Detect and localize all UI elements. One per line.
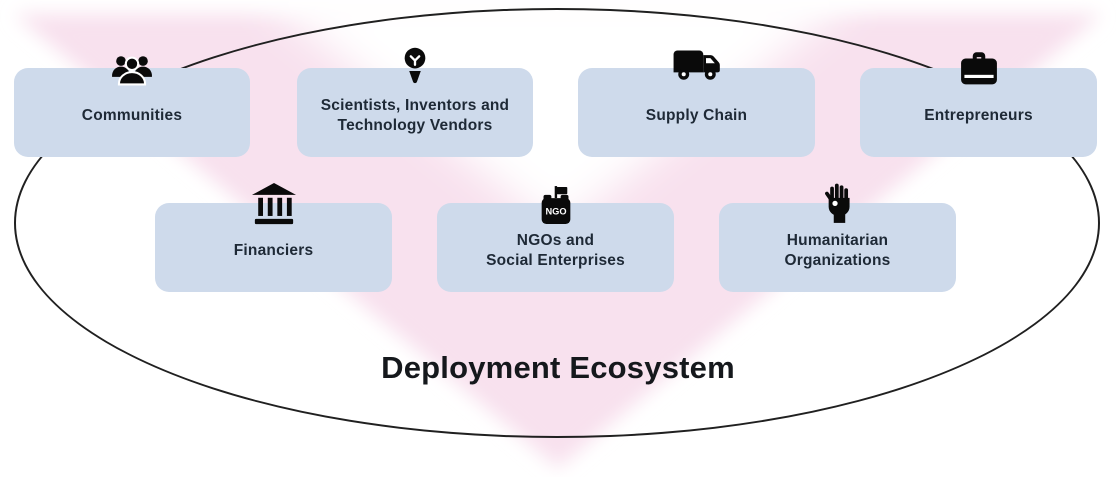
- card-label: Supply Chain: [646, 100, 747, 126]
- card-scientists-inventors-technology-vendors: Scientists, Inventors and Technology Ven…: [297, 47, 533, 157]
- card-label: Humanitarian Organizations: [785, 225, 891, 271]
- card-label: Financiers: [234, 235, 314, 261]
- briefcase-icon: [959, 51, 999, 86]
- card-label: Communities: [82, 100, 182, 126]
- users-icon: [110, 54, 154, 86]
- ngo-icon-label: NGO: [545, 207, 566, 217]
- card-ngos-social-enterprises: NGO NGOs and Social Enterprises: [437, 186, 674, 292]
- ecosystem-ellipse: [14, 8, 1100, 438]
- lightbulb-icon: [402, 47, 429, 87]
- card-label-line: Scientists, Inventors and: [320, 96, 510, 114]
- card-label-line: Supply Chain: [645, 106, 748, 124]
- card-label-line: NGOs and: [516, 231, 595, 249]
- card-label: NGOs and Social Enterprises: [486, 225, 625, 271]
- truck-icon: [672, 48, 722, 81]
- card-label-line: Communities: [81, 106, 183, 124]
- card-label-line: Social Enterprises: [486, 251, 625, 269]
- card-label-line: Organizations: [784, 251, 891, 269]
- card-entrepreneurs: Entrepreneurs: [860, 52, 1097, 157]
- card-label-line: Humanitarian: [786, 231, 889, 249]
- card-label-line: Financiers: [233, 241, 314, 259]
- card-communities: Communities: [14, 56, 250, 157]
- bank-icon: [251, 182, 297, 226]
- ngo-building-icon: NGO: [537, 184, 574, 227]
- diagram-title: Deployment Ecosystem: [381, 350, 735, 385]
- card-humanitarian-organizations: Humanitarian Organizations: [719, 183, 956, 292]
- card-label-line: Technology Vendors: [337, 116, 493, 134]
- hand-icon: [821, 182, 855, 223]
- card-label: Entrepreneurs: [924, 100, 1033, 126]
- card-label: Scientists, Inventors and Technology Ven…: [321, 90, 509, 136]
- card-supply-chain: Supply Chain: [578, 50, 815, 157]
- card-label-line: Entrepreneurs: [924, 106, 1033, 124]
- card-financiers: Financiers: [155, 182, 392, 292]
